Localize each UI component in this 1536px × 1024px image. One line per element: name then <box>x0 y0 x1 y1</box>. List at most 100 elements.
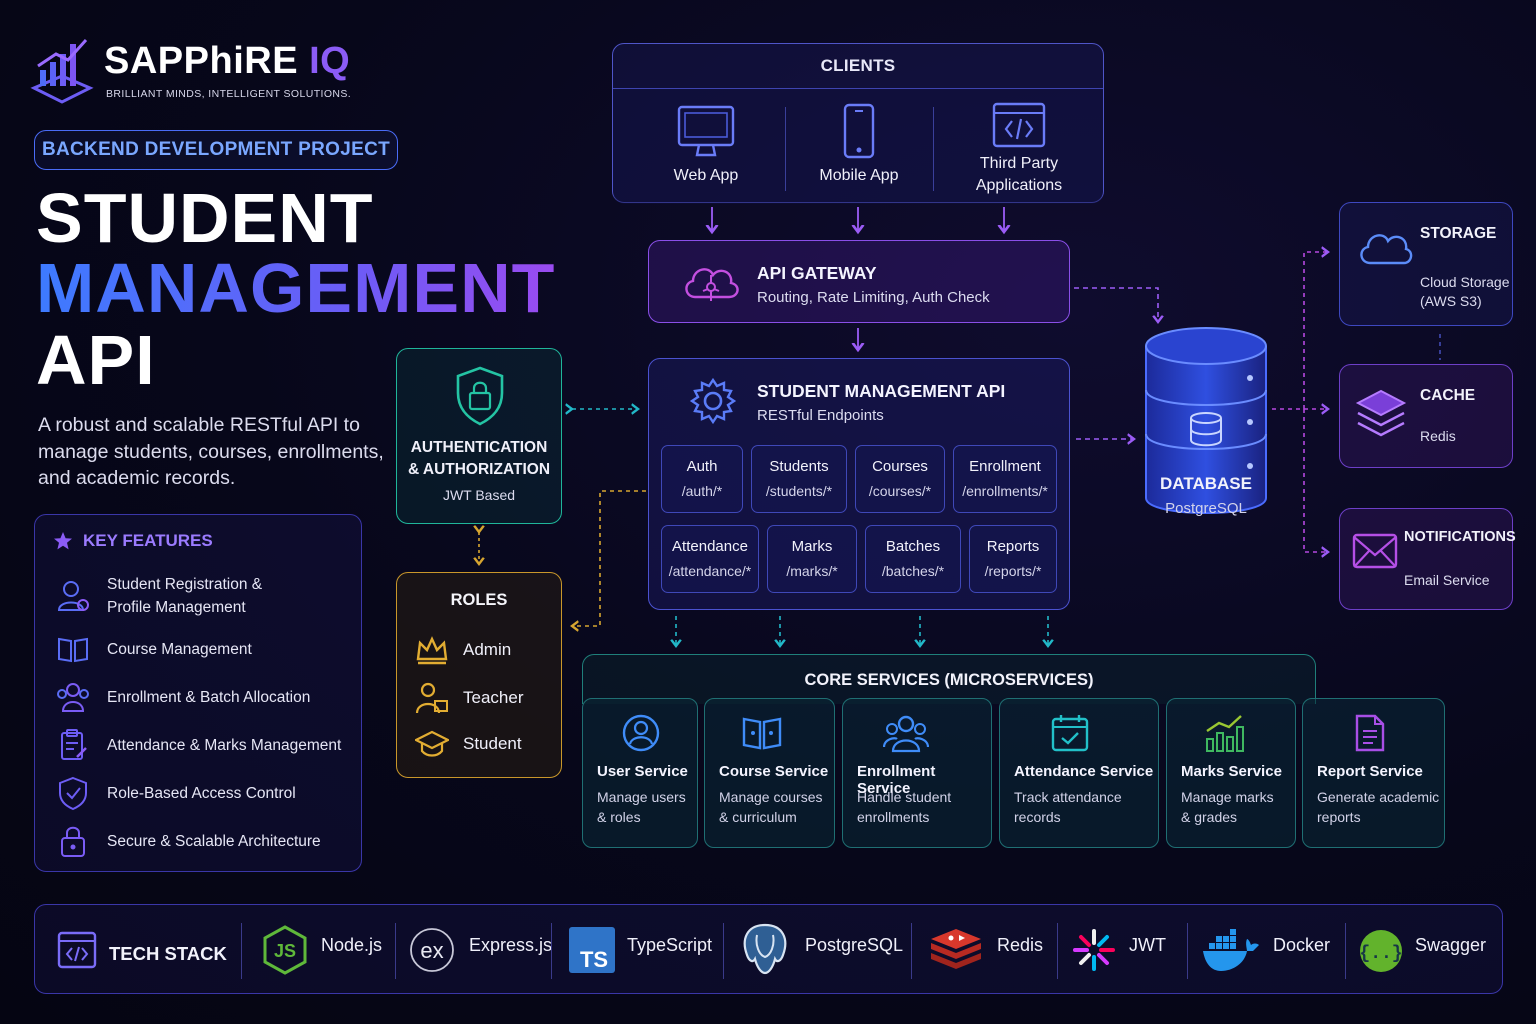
code-window-icon <box>992 102 1046 148</box>
nodejs-icon: JS <box>263 925 307 975</box>
tech-docker: Docker <box>1273 935 1331 955</box>
feature-item: Course Management <box>55 631 252 667</box>
tech-stack-title: TECH STACK <box>109 943 227 964</box>
jwt-icon <box>1073 929 1115 971</box>
cloud-icon <box>1360 234 1413 265</box>
auth-subtitle: JWT Based <box>442 487 516 503</box>
shield-lock-icon <box>456 366 504 426</box>
feature-item: Role-Based Access Control <box>55 775 296 811</box>
feature-item: Attendance & Marks Management <box>55 727 341 763</box>
core-services-header: CORE SERVICES (MICROSERVICES) <box>582 654 1316 704</box>
svg-text:TS: TS <box>580 947 608 972</box>
redis-icon <box>931 929 981 969</box>
endpoint-batches[interactable]: Batches/batches/* <box>865 525 961 593</box>
tech-redis: Redis <box>997 935 1044 955</box>
clients-list: Web App Mobile App Third Party Applicati… <box>613 88 1103 204</box>
cloud-gateway-icon <box>685 268 739 301</box>
tech-stack-panel: TECH STACK JS Node.js ex Express.js TS T… <box>34 904 1503 994</box>
database-title: DATABASE <box>1160 474 1252 493</box>
tech-typescript: TypeScript <box>627 935 713 955</box>
graduation-cap-icon <box>415 730 449 757</box>
endpoint-courses[interactable]: Courses/courses/* <box>855 445 945 513</box>
open-book-icon <box>742 717 782 750</box>
code-window-icon <box>57 931 97 969</box>
cache-box: CACHE Redis <box>1339 364 1513 468</box>
bar-chart-icon <box>1206 715 1244 752</box>
notifications-box: NOTIFICATIONS Email Service <box>1339 508 1516 610</box>
core-services-title: CORE SERVICES (MICROSERVICES) <box>804 671 1094 689</box>
tech-nodejs: Node.js <box>321 935 383 955</box>
role-student: Student <box>415 729 522 759</box>
feature-item: Secure & Scalable Architecture <box>55 823 321 859</box>
auth-title: AUTHENTICATION & AUTHORIZATION <box>407 439 551 478</box>
swagger-icon: {..} <box>1359 930 1403 972</box>
teacher-icon <box>415 682 448 714</box>
service-user[interactable]: User Service Manage users& roles <box>582 698 698 848</box>
express-icon: ex <box>410 928 454 972</box>
clients-panel: CLIENTS Web App Mobile App Third Party A… <box>612 43 1104 204</box>
feature-item: Enrollment & Batch Allocation <box>55 679 310 715</box>
smartphone-icon <box>843 103 875 159</box>
service-course[interactable]: Course Service Manage courses& curriculu… <box>704 698 835 848</box>
brand-name: SAPPhiRE IQ <box>104 40 351 82</box>
role-teacher: Teacher <box>415 681 523 715</box>
endpoint-students[interactable]: Students/students/* <box>751 445 847 513</box>
users-icon <box>57 683 89 712</box>
docker-icon <box>1203 929 1259 971</box>
roles-box: ROLES Admin Teacher Student <box>396 572 562 778</box>
endpoint-auth[interactable]: Auth/auth/* <box>661 445 743 513</box>
client-third-party: Third Party Applications <box>933 89 1105 205</box>
storage-box: STORAGE Cloud Storage (AWS S3) <box>1339 202 1513 326</box>
project-badge: BACKEND DEVELOPMENT PROJECT <box>34 130 398 170</box>
calendar-check-icon <box>1051 715 1089 752</box>
crown-icon <box>416 636 448 665</box>
student-management-api-box: STUDENT MANAGEMENT API RESTful Endpoints… <box>648 358 1070 610</box>
api-title: STUDENT MANAGEMENT API <box>757 381 1006 401</box>
logo-icon <box>30 38 94 104</box>
api-gateway-box: API GATEWAY Routing, Rate Limiting, Auth… <box>648 240 1070 323</box>
clients-title: CLIENTS <box>820 56 896 75</box>
key-features-panel: KEY FEATURES Student Registration & Prof… <box>34 514 362 872</box>
mail-icon <box>1352 533 1398 569</box>
endpoint-marks[interactable]: Marks/marks/* <box>767 525 857 593</box>
book-icon <box>58 637 88 663</box>
endpoint-attendance[interactable]: Attendance/attendance/* <box>661 525 759 593</box>
client-mobile-app: Mobile App <box>785 89 933 205</box>
star-icon <box>54 532 72 550</box>
group-icon <box>883 715 929 753</box>
gateway-title: API GATEWAY <box>757 263 877 283</box>
title-line-2: MANAGEMENT <box>36 249 556 327</box>
svg-text:{..}: {..} <box>1359 944 1402 964</box>
postgresql-icon <box>743 923 787 975</box>
service-marks[interactable]: Marks Service Manage marks& grades <box>1166 698 1296 848</box>
title-line-3: API <box>36 321 156 399</box>
tech-swagger: Swagger <box>1415 935 1487 955</box>
tech-postgresql: PostgreSQL <box>805 935 904 955</box>
user-circle-icon <box>622 714 660 752</box>
layers-icon <box>1355 389 1407 437</box>
endpoint-reports[interactable]: Reports/reports/* <box>969 525 1057 593</box>
user-icon <box>57 581 89 611</box>
tech-express: Express.js <box>469 935 553 955</box>
svg-text:JS: JS <box>274 941 296 961</box>
tech-jwt: JWT <box>1129 935 1166 955</box>
client-web-app: Web App <box>613 89 799 205</box>
document-icon <box>1355 714 1385 752</box>
feature-item: Student Registration & Profile Managemen… <box>55 573 287 619</box>
description: A robust and scalable RESTful API to man… <box>38 414 384 489</box>
lock-icon <box>61 826 85 857</box>
roles-title: ROLES <box>450 591 508 609</box>
key-features-title: KEY FEATURES <box>53 531 213 551</box>
auth-box: AUTHENTICATION & AUTHORIZATION JWT Based <box>396 348 562 524</box>
api-subtitle: RESTful Endpoints <box>757 407 884 424</box>
database-icon <box>1145 327 1267 514</box>
database-subtitle: PostgreSQL <box>1165 500 1247 517</box>
monitor-icon <box>677 105 735 157</box>
endpoint-enrollment[interactable]: Enrollment/enrollments/* <box>953 445 1057 513</box>
svg-text:ex: ex <box>420 938 443 963</box>
shield-check-icon <box>59 776 87 811</box>
brand-tagline: BRILLIANT MINDS, INTELLIGENT SOLUTIONS. <box>106 88 352 100</box>
